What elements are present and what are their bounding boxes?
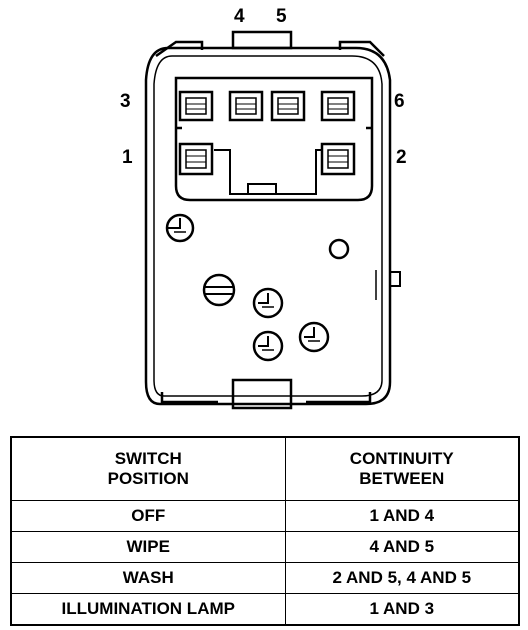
continuity-cell: 1 AND 4 [284, 500, 520, 532]
header-switch-position: SWITCH POSITION [10, 436, 286, 501]
side-lead [389, 271, 401, 287]
terminal-pin-3 [178, 90, 214, 122]
bottom-tab [231, 378, 293, 410]
continuity-cell: 4 AND 5 [284, 531, 520, 563]
bottom-ledges [160, 392, 372, 404]
table-header-row: SWITCH POSITION CONTINUITY BETWEEN [10, 436, 520, 501]
pin-label-2: 2 [396, 147, 407, 168]
terminal-pin-1 [178, 142, 214, 176]
terminal-pin-5 [270, 90, 306, 122]
table-row: WASH 2 AND 5, 4 AND 5 [10, 562, 520, 594]
terminal-center-slot [247, 183, 277, 195]
terminal-pin-4 [228, 90, 264, 122]
terminal-block [174, 76, 374, 202]
switch-housing [144, 46, 392, 406]
small-hole [328, 238, 350, 260]
pin-label-3: 3 [120, 91, 131, 112]
switch-position-cell: ILLUMINATION LAMP [10, 593, 286, 626]
rivet-right [298, 321, 330, 353]
switch-connector-diagram: 4 5 3 6 1 2 [120, 6, 407, 410]
rivet-top-left [165, 213, 195, 243]
header-continuity-between: CONTINUITY BETWEEN [284, 436, 520, 501]
rivet-bottom [252, 330, 284, 362]
table-row: OFF 1 AND 4 [10, 500, 520, 532]
switch-position-cell: WIPE [10, 531, 286, 563]
corner-ledge-left [155, 40, 204, 58]
top-tab [231, 30, 293, 50]
terminal-pin-6 [320, 90, 356, 122]
header-line: POSITION [107, 469, 189, 488]
table-row: ILLUMINATION LAMP 1 AND 3 [10, 593, 520, 626]
terminal-pin-2 [320, 142, 356, 176]
continuity-table: SWITCH POSITION CONTINUITY BETWEEN OFF 1… [10, 436, 520, 626]
terminal-center-channel [214, 149, 330, 195]
continuity-cell: 1 AND 3 [284, 593, 520, 626]
rivet-center [252, 287, 284, 319]
pin-label-1: 1 [122, 147, 133, 168]
pin-label-6: 6 [394, 91, 405, 112]
switch-position-cell: OFF [10, 500, 286, 532]
housing-inner-outline [153, 55, 383, 397]
corner-ledge-right [338, 40, 385, 57]
switch-position-cell: WASH [10, 562, 286, 594]
continuity-cell: 2 AND 5, 4 AND 5 [284, 562, 520, 594]
table-row: WIPE 4 AND 5 [10, 531, 520, 563]
screw-slotted [202, 273, 236, 307]
header-line: SWITCH [114, 449, 182, 468]
pin-label-5: 5 [276, 6, 287, 27]
pin-label-4: 4 [234, 6, 245, 27]
header-line: BETWEEN [359, 469, 445, 488]
header-line: CONTINUITY [349, 449, 454, 468]
